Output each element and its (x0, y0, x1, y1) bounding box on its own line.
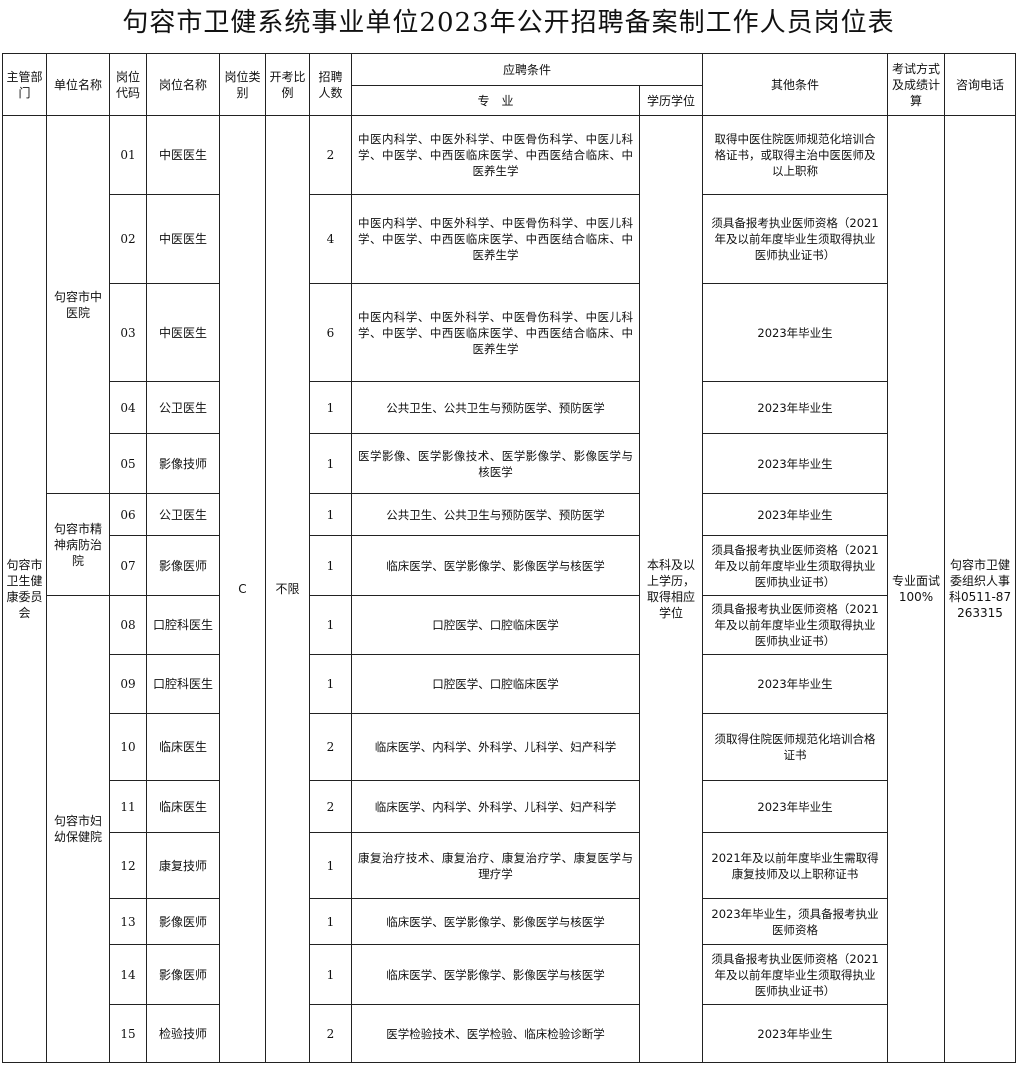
post-name: 影像医师 (146, 944, 220, 1005)
major-requirement: 口腔医学、口腔临床医学 (351, 654, 640, 714)
post-name: 中医医生 (146, 194, 220, 284)
other-condition: 取得中医住院医师规范化培训合格证书，或取得主治中医医师及以上职称 (702, 115, 889, 195)
post-code: 09 (109, 654, 147, 714)
post-name: 中医医生 (146, 115, 220, 195)
major-requirement: 临床医学、医学影像学、影像医学与核医学 (351, 535, 640, 596)
hire-count: 1 (309, 493, 352, 536)
header-major: 专 业 (351, 85, 640, 116)
other-condition: 2023年毕业生 (702, 283, 889, 382)
header-unit: 单位名称 (46, 53, 110, 116)
major-requirement: 临床医学、内科学、外科学、儿科学、妇产科学 (351, 780, 640, 833)
degree-cell: 本科及以上学历，取得相应学位 (638, 115, 704, 1063)
other-condition: 2021年及以前年度毕业生需取得康复技师及以上职称证书 (702, 832, 889, 899)
header-degree: 学历学位 (638, 85, 704, 116)
hire-count: 6 (309, 283, 352, 382)
other-condition: 2023年毕业生 (702, 1004, 889, 1063)
other-condition: 2023年毕业生 (702, 433, 889, 494)
hire-count: 2 (309, 115, 352, 195)
hire-count: 1 (309, 381, 352, 434)
post-code: 10 (109, 713, 147, 781)
hire-count: 2 (309, 713, 352, 781)
post-name: 中医医生 (146, 283, 220, 382)
post-code: 02 (109, 194, 147, 284)
post-code: 05 (109, 433, 147, 494)
header-phone: 咨询电话 (944, 53, 1017, 116)
major-requirement: 康复治疗技术、康复治疗、康复治疗学、康复医学与理疗学 (351, 832, 640, 899)
major-requirement: 公共卫生、公共卫生与预防医学、预防医学 (351, 381, 640, 434)
major-requirement: 中医内科学、中医外科学、中医骨伤科学、中医儿科学、中医学、中西医临床医学、中西医… (351, 283, 640, 382)
major-requirement: 临床医学、医学影像学、影像医学与核医学 (351, 898, 640, 945)
post-name: 口腔科医生 (146, 595, 220, 655)
post-name: 影像医师 (146, 898, 220, 945)
header-conditions: 应聘条件 (350, 53, 704, 86)
hire-count: 1 (309, 535, 352, 596)
other-condition: 须取得住院医师规范化培训合格证书 (702, 713, 889, 781)
other-condition: 2023年毕业生 (702, 780, 889, 833)
other-condition: 须具备报考执业医师资格（2021年及以前年度毕业生须取得执业医师执业证书） (702, 535, 889, 596)
post-name: 临床医生 (146, 713, 220, 781)
hire-count: 2 (309, 780, 352, 833)
other-condition: 2023年毕业生 (702, 381, 889, 434)
header-code: 岗位代码 (109, 53, 147, 116)
hire-count: 1 (309, 944, 352, 1005)
hire-count: 1 (309, 654, 352, 714)
header-ratio: 开考比例 (265, 53, 310, 116)
hire-count: 1 (309, 898, 352, 945)
post-code: 03 (109, 283, 147, 382)
major-requirement: 临床医学、医学影像学、影像医学与核医学 (351, 944, 640, 1005)
major-requirement: 医学检验技术、医学检验、临床检验诊断学 (351, 1004, 640, 1063)
other-condition: 2023年毕业生 (702, 493, 889, 536)
unit-cell: 句容市精神病防治院 (46, 493, 110, 596)
post-name: 影像医师 (146, 535, 220, 596)
header-post: 岗位名称 (146, 53, 220, 116)
major-requirement: 口腔医学、口腔临床医学 (351, 595, 640, 655)
post-name: 公卫医生 (146, 381, 220, 434)
other-condition: 须具备报考执业医师资格（2021年及以前年度毕业生须取得执业医师执业证书） (702, 194, 889, 284)
major-requirement: 临床医学、内科学、外科学、儿科学、妇产科学 (351, 713, 640, 781)
unit-cell: 句容市中医院 (46, 115, 110, 494)
hire-count: 1 (309, 433, 352, 494)
job-positions-table: 主管部门 单位名称 岗位代码 岗位名称 岗位类别 开考比例 招聘人数 应聘条件 … (2, 53, 1017, 1063)
post-name: 公卫医生 (146, 493, 220, 536)
exam-cell: 专业面试100% (887, 115, 946, 1063)
hire-count: 1 (309, 595, 352, 655)
hire-count: 1 (309, 832, 352, 899)
other-condition: 须具备报考执业医师资格（2021年及以前年度毕业生须取得执业医师执业证书） (702, 944, 889, 1005)
post-code: 14 (109, 944, 147, 1005)
post-code: 15 (109, 1004, 147, 1063)
post-name: 检验技师 (146, 1004, 220, 1063)
post-code: 04 (109, 381, 147, 434)
other-condition: 须具备报考执业医师资格（2021年及以前年度毕业生须取得执业医师执业证书） (702, 595, 889, 655)
post-name: 康复技师 (146, 832, 220, 899)
header-other: 其他条件 (702, 53, 889, 116)
other-condition: 2023年毕业生 (702, 654, 889, 714)
post-code: 01 (109, 115, 147, 195)
post-code: 11 (109, 780, 147, 833)
post-code: 06 (109, 493, 147, 536)
major-requirement: 中医内科学、中医外科学、中医骨伤科学、中医儿科学、中医学、中西医临床医学、中西医… (351, 115, 640, 195)
post-code: 13 (109, 898, 147, 945)
header-dept: 主管部门 (2, 53, 47, 116)
post-code: 12 (109, 832, 147, 899)
hire-count: 4 (309, 194, 352, 284)
hire-count: 2 (309, 1004, 352, 1063)
major-requirement: 医学影像、医学影像技术、医学影像学、影像医学与核医学 (351, 433, 640, 494)
major-requirement: 公共卫生、公共卫生与预防医学、预防医学 (351, 493, 640, 536)
header-exam: 考试方式及成绩计算 (887, 53, 946, 116)
unit-cell: 句容市妇幼保健院 (46, 595, 110, 1063)
dept-cell: 句容市卫生健康委员会 (2, 115, 47, 1063)
post-code: 07 (109, 535, 147, 596)
page-title: 句容市卫健系统事业单位2023年公开招聘备案制工作人员岗位表 (122, 8, 895, 38)
ratio-cell: 不限 (265, 115, 310, 1063)
major-requirement: 中医内科学、中医外科学、中医骨伤科学、中医儿科学、中医学、中西医临床医学、中西医… (351, 194, 640, 284)
header-category: 岗位类别 (219, 53, 266, 116)
post-name: 口腔科医生 (146, 654, 220, 714)
other-condition: 2023年毕业生，须具备报考执业医师资格 (702, 898, 889, 945)
category-cell: C (219, 115, 266, 1063)
post-code: 08 (109, 595, 147, 655)
header-count: 招聘人数 (309, 53, 352, 116)
phone-cell: 句容市卫健委组织人事科0511-87263315 (944, 115, 1017, 1063)
post-name: 临床医生 (146, 780, 220, 833)
post-name: 影像技师 (146, 433, 220, 494)
